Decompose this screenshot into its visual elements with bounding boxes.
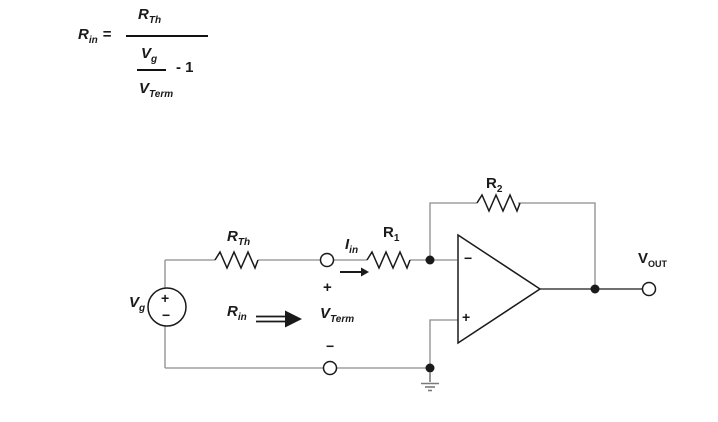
label-rth-main: R xyxy=(227,228,238,245)
formula-vg: Vg xyxy=(141,45,158,65)
formula-vterm: VTerm xyxy=(139,80,174,100)
formula-vterm-main: V xyxy=(139,80,150,97)
label-vterm-main: V xyxy=(320,305,331,322)
label-r2: R2 xyxy=(486,175,503,195)
resistor-rth xyxy=(214,250,259,270)
junction-dot-output xyxy=(590,284,600,294)
label-vout-sub: OUT xyxy=(648,259,668,269)
wire-feedback-left xyxy=(429,202,477,260)
label-vg-sub: g xyxy=(139,303,146,314)
source-plus-sign: + xyxy=(161,290,170,306)
formula-lhs: Rin = xyxy=(78,26,112,46)
formula-rin-main: R xyxy=(78,26,89,43)
source-minus-sign: − xyxy=(162,307,171,323)
label-rth-sub: Th xyxy=(237,237,251,248)
junction-dot-inverting xyxy=(425,255,435,265)
formula-rin-sub: in xyxy=(88,35,98,46)
wire-feedback-right xyxy=(518,202,596,289)
formula-minus-one: - 1 xyxy=(176,59,194,76)
opamp-inverting-sign: − xyxy=(464,250,473,266)
fraction-bar-inner xyxy=(137,69,166,71)
formula-equals: = xyxy=(102,26,112,43)
label-iin-main: I xyxy=(345,236,350,253)
label-vout: VOUT xyxy=(638,250,668,269)
resistor-r1 xyxy=(366,250,411,270)
label-rin-main: R xyxy=(227,303,238,320)
vterm-minus-sign: − xyxy=(326,338,335,354)
label-vg: Vg xyxy=(129,294,146,314)
junction-dot-ground xyxy=(425,363,435,373)
label-iin: Iin xyxy=(345,236,359,256)
formula-vg-main: V xyxy=(141,45,152,62)
fraction-bar-main xyxy=(126,35,208,38)
label-iin-sub: in xyxy=(349,245,359,256)
formula-numerator: RTh xyxy=(138,6,162,26)
label-r2-main: R xyxy=(486,175,497,192)
label-vterm: VTerm xyxy=(320,305,355,325)
label-vg-main: V xyxy=(129,294,140,311)
voltage-source-circle xyxy=(147,287,187,327)
label-r1: R1 xyxy=(383,224,400,244)
label-r1-sub: 1 xyxy=(393,233,400,244)
rin-double-arrow-icon xyxy=(256,310,302,328)
label-r2-sub: 2 xyxy=(496,184,503,195)
label-rin: Rin xyxy=(227,303,247,323)
label-vout-main: V xyxy=(638,250,649,267)
vterm-plus-sign: + xyxy=(323,279,332,296)
formula-rth-sub: Th xyxy=(148,15,162,26)
opamp-noninverting-sign: + xyxy=(462,309,471,325)
label-r1-main: R xyxy=(383,224,394,241)
terminal-node-top xyxy=(319,252,335,268)
terminal-node-bottom xyxy=(322,360,338,376)
vout-terminal xyxy=(641,281,657,297)
ground-icon xyxy=(421,372,439,392)
wires xyxy=(164,202,596,369)
formula-vterm-sub: Term xyxy=(149,89,174,100)
wire-noninv-input xyxy=(429,319,458,368)
label-rin-sub: in xyxy=(237,312,247,323)
resistor-r2 xyxy=(476,193,521,213)
opamp-triangle xyxy=(457,233,542,345)
formula-vg-sub: g xyxy=(151,54,158,65)
label-vterm-sub: Term xyxy=(330,314,355,325)
formula-rth-main: R xyxy=(138,6,149,23)
current-arrow-icon xyxy=(340,267,369,277)
label-rth: RTh xyxy=(227,228,251,248)
